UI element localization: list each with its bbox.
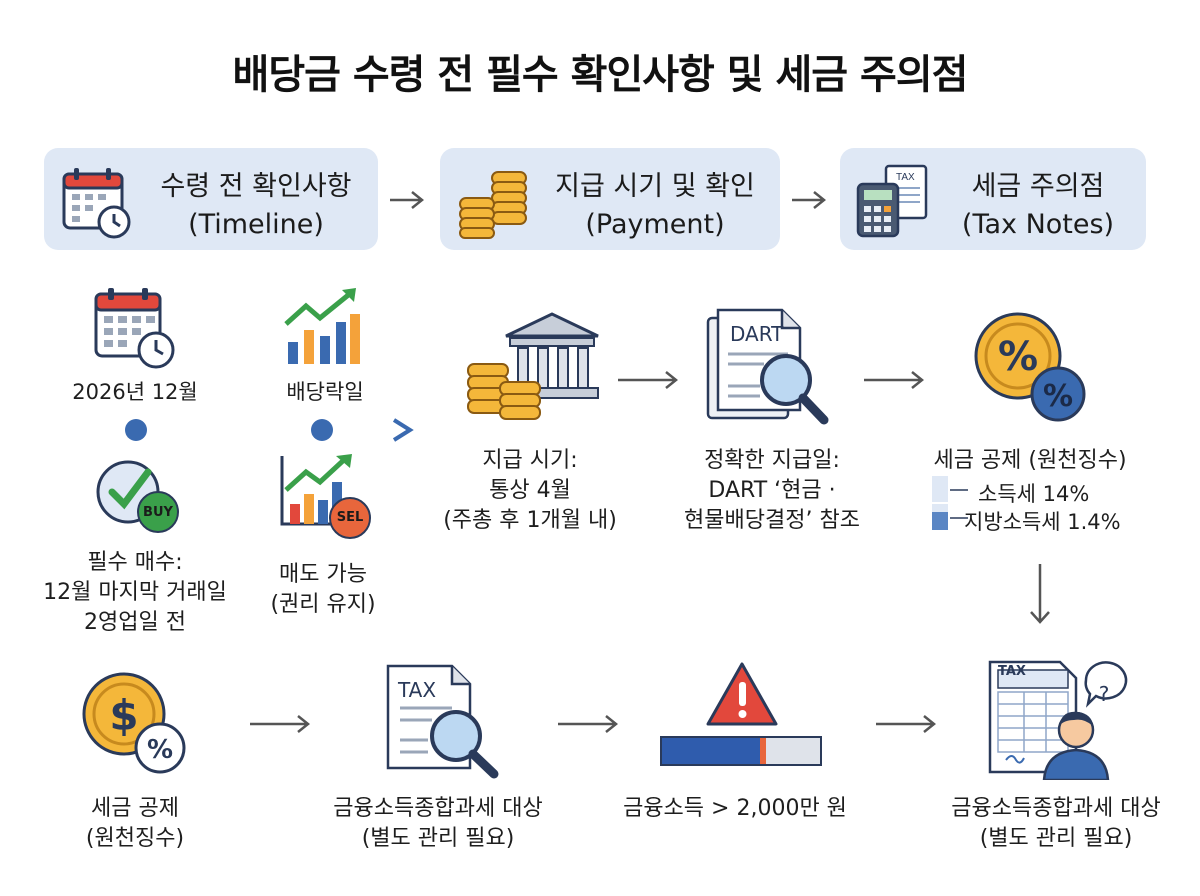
warning-icon	[704, 660, 780, 728]
income-threshold-marker	[760, 738, 766, 764]
calendar-clock-icon	[58, 162, 138, 246]
income-threshold-fill	[662, 738, 760, 764]
arrow-right-icon	[388, 188, 428, 212]
ex-dividend-date-label: 배당락일	[250, 378, 400, 406]
header-tax: TAX 세금 주의점 (Tax Notes)	[840, 148, 1146, 250]
tax-document-label: TAX	[398, 678, 458, 702]
income-tax-rate: 소득세 14%	[978, 478, 1089, 508]
header-timeline: 수령 전 확인사항 (Timeline)	[44, 148, 378, 250]
arrow-right-icon	[874, 712, 940, 736]
svg-text:%: %	[147, 735, 173, 765]
timeline-date-label: 2026년 12월	[50, 378, 220, 406]
svg-text:TAX: TAX	[896, 172, 915, 183]
local-tax-rate: 지방소득세 1.4%	[964, 506, 1121, 536]
header-timeline-subtitle: (Timeline)	[144, 206, 368, 244]
buy-caption: 필수 매수: 12월 마지막 거래일 2영업일 전	[30, 548, 240, 638]
chart-up-icon	[282, 284, 366, 368]
bottom-step4-caption: 금융소득종합과세 대상 (별도 관리 필요)	[918, 794, 1194, 854]
chart-sell-icon	[276, 452, 372, 540]
bank-coins-icon	[466, 310, 600, 426]
coin-stack-icon	[454, 162, 534, 246]
arrow-right-icon	[248, 712, 314, 736]
svg-text:%: %	[998, 334, 1038, 380]
header-payment-title: 지급 시기 및 확인	[540, 168, 770, 206]
svg-text:%: %	[1043, 379, 1073, 414]
arrow-right-icon	[790, 188, 830, 212]
dollar-percent-coin-icon: $ %	[80, 672, 192, 776]
timeline-line	[40, 412, 420, 448]
person-tax-doc-label: TAX	[998, 664, 1038, 679]
question-mark: ?	[1094, 682, 1114, 706]
bottom-step1-caption: 세금 공제 (원천징수)	[40, 794, 230, 854]
arrow-down-icon	[1026, 562, 1054, 628]
sell-badge: SEL	[332, 510, 368, 525]
svg-text:$: $	[109, 691, 138, 740]
calculator-tax-icon: TAX	[854, 162, 934, 246]
arrow-right-icon	[556, 712, 622, 736]
header-tax-title: 세금 주의점	[940, 168, 1136, 206]
header-payment: 지급 시기 및 확인 (Payment)	[440, 148, 780, 250]
buy-check-icon	[92, 456, 188, 536]
arrow-right-icon	[616, 368, 682, 392]
payment-timing-caption: 지급 시기: 통상 4월 (주총 후 1개월 내)	[430, 446, 630, 536]
page-title: 배당금 수령 전 필수 확인사항 및 세금 주의점	[0, 42, 1200, 100]
withholding-title: 세금 공제 (원천징수)	[910, 446, 1150, 476]
bottom-step3-caption: 금융소득 > 2,000만 원	[600, 794, 870, 824]
dart-caption: 정확한 지급일: DART ‘현금 · 현물배당결정’ 참조	[672, 446, 872, 536]
bottom-step2-caption: 금융소득종합과세 대상 (별도 관리 필요)	[300, 794, 576, 854]
header-tax-subtitle: (Tax Notes)	[940, 206, 1136, 244]
income-threshold-bar	[660, 736, 822, 766]
header-timeline-title: 수령 전 확인사항	[144, 168, 368, 206]
percent-coin-icon: % %	[970, 310, 1090, 426]
dart-document-label: DART	[730, 322, 790, 346]
arrow-right-icon	[862, 368, 928, 392]
sell-caption: 매도 가능 (권리 유지)	[248, 560, 398, 620]
calendar-clock-icon	[90, 286, 180, 372]
header-payment-subtitle: (Payment)	[540, 206, 770, 244]
buy-badge: BUY	[140, 505, 176, 520]
